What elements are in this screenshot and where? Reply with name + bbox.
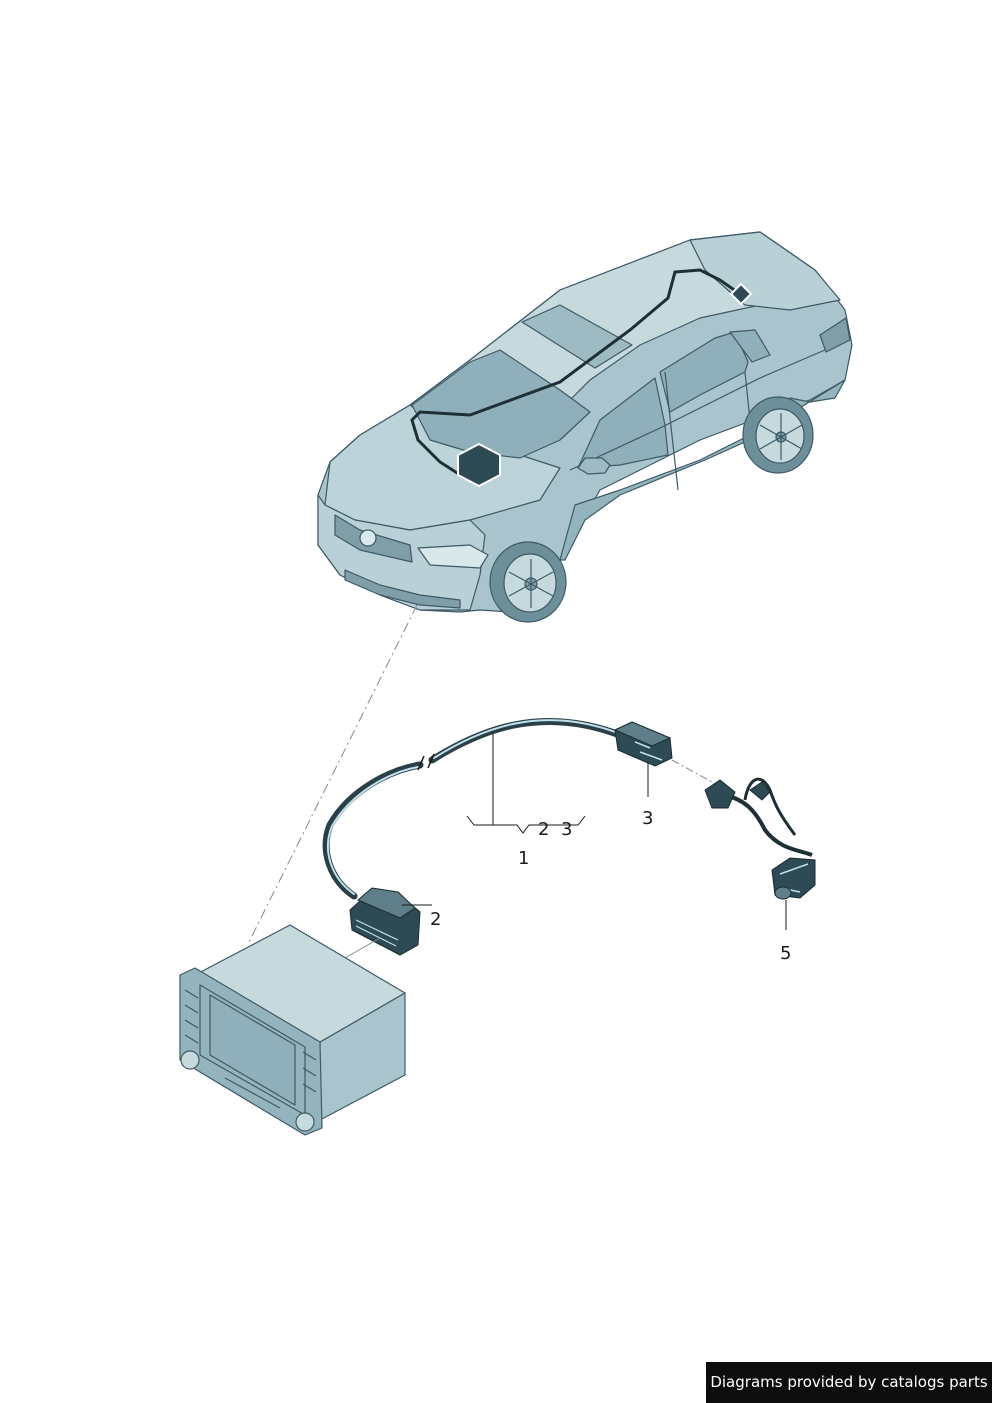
callout-brace-2: 2 — [538, 819, 549, 840]
radio-screen — [209, 994, 296, 1106]
car-mirror — [577, 457, 611, 475]
car-wiring-harness — [410, 268, 741, 480]
radio-knob-right-icon[interactable] — [295, 1112, 315, 1132]
connector-part-2 — [349, 887, 421, 956]
cable-highlight-2 — [433, 719, 619, 759]
connector-3-highlight — [634, 741, 663, 761]
radio-knob-left-icon[interactable] — [180, 1050, 200, 1070]
cable-outer-2 — [428, 717, 624, 764]
brace-part-1 — [466, 815, 586, 834]
car-logo-icon — [359, 529, 377, 547]
callout-part-3: 3 — [642, 808, 653, 829]
connector-3-top — [613, 721, 672, 747]
car-headlight — [417, 544, 489, 569]
radio-buttons-right[interactable] — [302, 1051, 317, 1093]
car-beltline — [569, 339, 849, 471]
car-to-radio-leader — [247, 604, 418, 945]
connector-2-to-radio-leader — [344, 937, 381, 959]
harness-clip — [749, 781, 771, 801]
radio-head-unit — [179, 924, 406, 1136]
car-side-window-rear — [659, 331, 749, 413]
car-illustration — [317, 231, 853, 623]
connector-2-pins — [355, 919, 399, 947]
harness-plug — [704, 779, 736, 809]
cable-highlight — [326, 766, 419, 895]
callout-part-2: 2 — [430, 909, 441, 930]
connector-3-to-harness-leader — [671, 759, 713, 783]
callout-part-1: 1 — [518, 848, 529, 869]
credit-banner: Diagrams provided by catalogs parts — [706, 1362, 992, 1403]
cable-assembly — [322, 717, 624, 900]
car-tail-light — [819, 317, 851, 353]
car-door-line — [664, 371, 679, 491]
hexagon-marker-icon — [457, 442, 501, 488]
connector-2-top — [357, 887, 416, 919]
camera-lens — [774, 886, 792, 900]
car-rear-spokes — [759, 413, 803, 460]
car-sunroof — [521, 304, 633, 369]
radio-buttons-left[interactable] — [184, 989, 199, 1044]
car-front-spokes — [508, 559, 554, 608]
diamond-marker-icon — [729, 282, 753, 306]
cable-break-mark — [417, 753, 435, 771]
callout-brace-3: 3 — [561, 819, 572, 840]
harness-wire-2 — [743, 777, 797, 836]
harness-wire — [724, 793, 813, 857]
cable-outer — [322, 761, 424, 900]
camera-harness — [704, 777, 816, 900]
car-rear-quarter-window — [729, 329, 771, 363]
radio-buttons-bottom[interactable] — [224, 1077, 281, 1109]
connector-part-3 — [613, 721, 673, 767]
car-side-lower — [559, 379, 846, 561]
callout-part-5: 5 — [780, 943, 791, 964]
callout-leaders — [402, 733, 787, 930]
car-lower-grille — [344, 569, 461, 609]
